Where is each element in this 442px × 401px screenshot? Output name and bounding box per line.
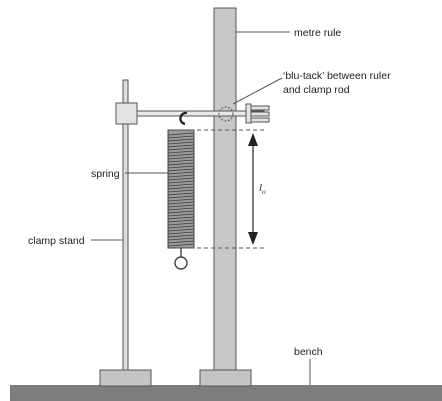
spring-coil-turn xyxy=(167,204,195,208)
spring-coil-turn xyxy=(167,135,195,139)
spring-coil-turn xyxy=(167,168,195,172)
spring-coil-lines xyxy=(167,132,195,247)
spring-bottom-ring xyxy=(174,256,188,270)
spring-coil-turn xyxy=(167,153,195,157)
clamp-stand-rod xyxy=(122,79,129,371)
spring-coil-turn xyxy=(167,237,195,241)
spring-coil-turn xyxy=(167,219,195,223)
spring-coil-turn xyxy=(167,165,195,169)
spring-coil-turn xyxy=(167,150,195,154)
spring-top-hook xyxy=(179,111,188,126)
blu-tack-leader xyxy=(232,77,283,105)
blu-tack-label: ‘blu-tack’ between ruler and clamp rod xyxy=(283,70,394,96)
spring-coil-turn xyxy=(167,222,195,226)
spring-coil-turn xyxy=(167,174,195,178)
spring-coil-turn xyxy=(167,207,195,211)
clamp-rod xyxy=(135,110,265,117)
spring-coil-turn xyxy=(167,171,195,175)
spring-coil-turn xyxy=(167,147,195,151)
spring-coil-turn xyxy=(167,210,195,214)
spring-coil-turn xyxy=(167,243,195,247)
clamp-boss xyxy=(115,102,138,125)
spring-coil-turn xyxy=(167,180,195,184)
spring-coil-turn xyxy=(167,225,195,229)
spring-coil-turn xyxy=(167,141,195,145)
end-clamp-jaws xyxy=(250,105,270,123)
spring-coil-turn xyxy=(167,156,195,160)
spring-coil-turn xyxy=(167,228,195,232)
spring-coil-turn xyxy=(167,138,195,142)
end-clamp xyxy=(245,103,252,124)
spring-coil-turn xyxy=(167,186,195,190)
spring-coil-turn xyxy=(167,201,195,205)
bench-label: bench xyxy=(294,346,323,358)
bench xyxy=(10,385,442,401)
spring-coil-turn xyxy=(167,162,195,166)
spring-coil-turn xyxy=(167,189,195,193)
metre-rule xyxy=(213,7,237,371)
spring-coil-turn xyxy=(167,183,195,187)
spring-coil-turn xyxy=(167,144,195,148)
spring-coil-turn xyxy=(167,198,195,202)
spring-label: spring xyxy=(91,168,120,180)
spring-coil-turn xyxy=(167,192,195,196)
spring-coil-turn xyxy=(167,213,195,217)
length-arrow-head-down xyxy=(248,232,258,245)
length-label: lo xyxy=(259,182,266,196)
spring-coil-turn xyxy=(167,159,195,163)
spring-coil-turn xyxy=(167,177,195,181)
spring-coil-turn xyxy=(167,132,195,136)
blu-tack xyxy=(218,106,234,122)
metre-rule-base xyxy=(199,369,252,387)
clamp-stand-label: clamp stand xyxy=(28,235,85,247)
spring-coil-turn xyxy=(167,216,195,220)
metre-rule-label: metre rule xyxy=(294,27,341,39)
clamp-stand-base xyxy=(99,369,152,387)
length-arrow-head-up xyxy=(248,133,258,146)
spring-coil-turn xyxy=(167,231,195,235)
spring-coil-turn xyxy=(167,234,195,238)
spring-coil-turn xyxy=(167,195,195,199)
spring-coil-turn xyxy=(167,240,195,244)
